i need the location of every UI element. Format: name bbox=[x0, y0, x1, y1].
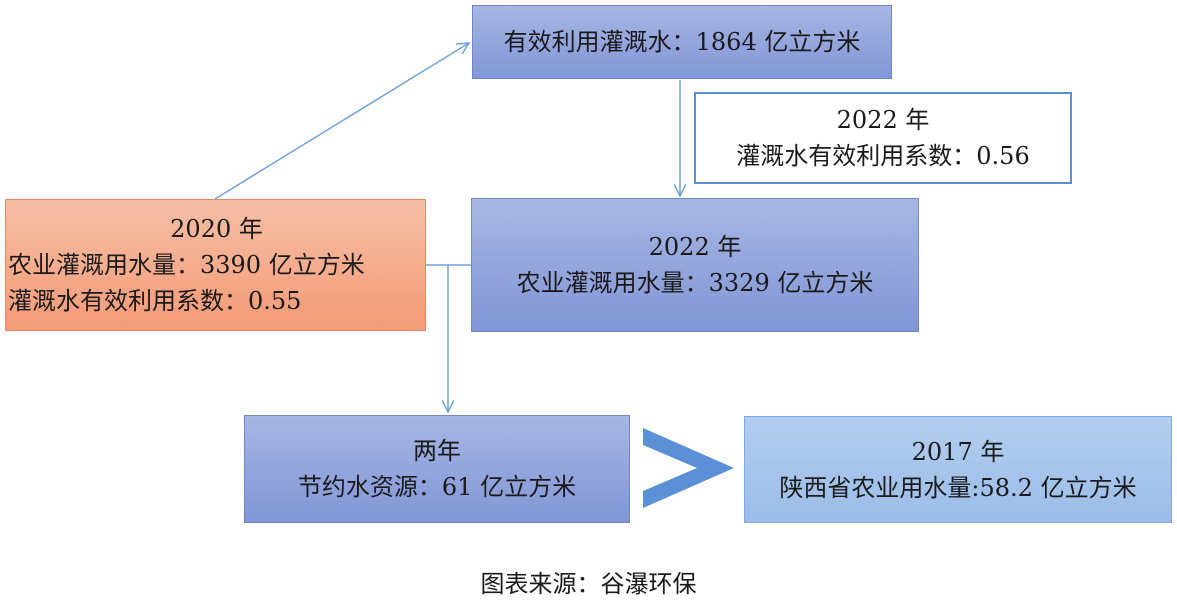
coefficient-2022-box: 2022 年 灌溉水有效利用系数：0.56 bbox=[694, 92, 1072, 184]
two-year-label: 两年 bbox=[413, 437, 461, 465]
arrow-2020-to-effective-water bbox=[214, 43, 469, 200]
coefficient-2022-year: 2022 年 bbox=[836, 106, 930, 134]
year-2022-box: 2022 年 农业灌溉用水量：3329 亿立方米 bbox=[471, 198, 919, 332]
year-2020-box: 2020 年 农业灌溉用水量：3390 亿立方米 灌溉水有效利用系数：0.55 bbox=[5, 199, 426, 331]
two-year-savings-box: 两年 节约水资源：61 亿立方米 bbox=[244, 415, 630, 523]
year-2020-label: 2020 年 bbox=[170, 215, 263, 243]
figure-source-caption: 图表来源：谷瀑环保 bbox=[480, 570, 697, 598]
water-saved-text: 节约水资源：61 亿立方米 bbox=[297, 473, 577, 501]
year-2020-coefficient: 灌溉水有效利用系数：0.55 bbox=[8, 287, 302, 315]
greater-than-icon bbox=[643, 428, 734, 508]
effective-irrigation-water-box: 有效利用灌溉水：1864 亿立方米 bbox=[472, 5, 892, 79]
year-2020-irrigation-water: 农业灌溉用水量：3390 亿立方米 bbox=[8, 251, 365, 279]
year-2017-box: 2017 年 陕西省农业用水量:58.2 亿立方米 bbox=[744, 416, 1172, 523]
coefficient-2022-text: 灌溉水有效利用系数：0.56 bbox=[736, 142, 1030, 170]
shaanxi-agricultural-water-text: 陕西省农业用水量:58.2 亿立方米 bbox=[779, 473, 1137, 502]
year-2017-label: 2017 年 bbox=[911, 437, 1005, 466]
effective-irrigation-water-text: 有效利用灌溉水：1864 亿立方米 bbox=[503, 28, 861, 56]
year-2022-label: 2022 年 bbox=[648, 233, 742, 261]
year-2022-irrigation-water: 农业灌溉用水量：3329 亿立方米 bbox=[516, 269, 874, 297]
